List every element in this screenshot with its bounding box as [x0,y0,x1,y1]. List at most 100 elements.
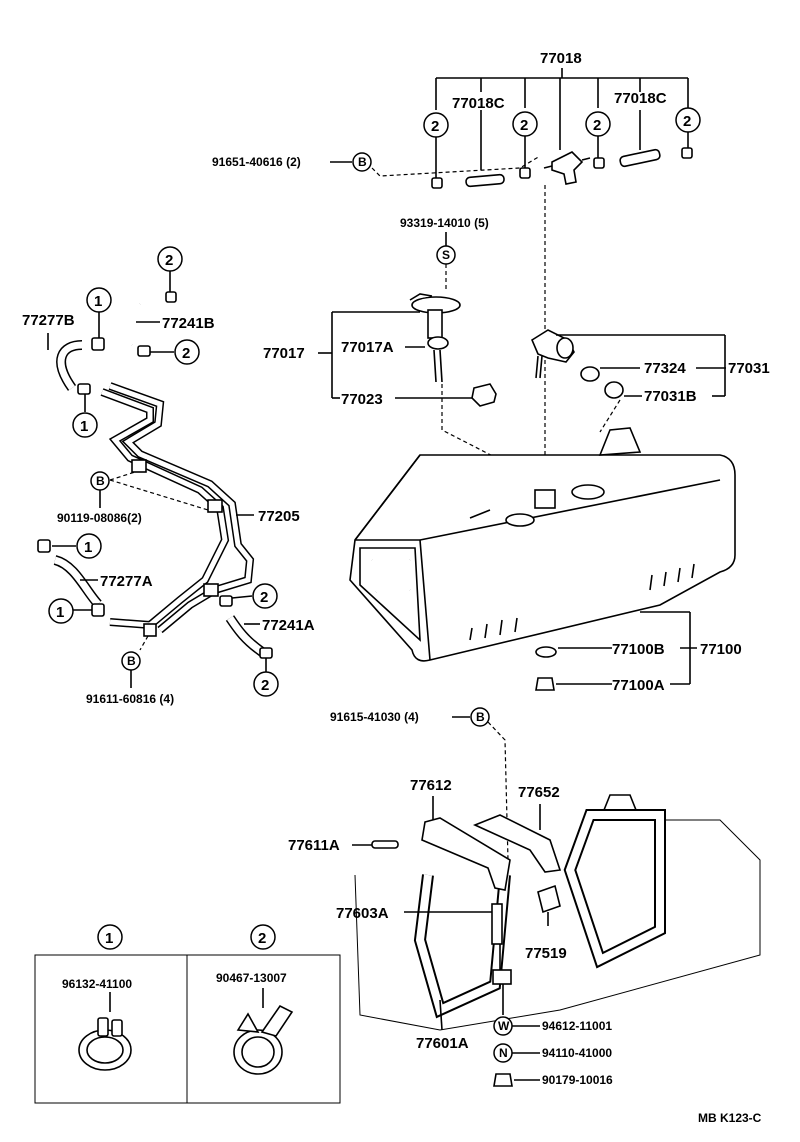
bracket-part [492,969,512,985]
svg-text:2: 2 [431,118,439,135]
inset-clip-1: 1 96132-41100 [34,924,188,1104]
svg-text:2: 2 [182,345,190,362]
fuel-tube-assembly: 77205 [100,382,300,637]
marker-1: 1 [48,598,74,624]
marker-B: B [352,152,372,172]
clip-part [219,595,233,607]
bracket-part [537,884,561,914]
callout-77612: 77612 [410,777,452,820]
callout-77277A: 1 77277A 1 [37,533,153,624]
marker-N: N [493,1043,513,1063]
clip-part [681,147,693,159]
label-94612: 94612-11001 [542,1019,612,1033]
callout-77017: 77017 77017A 77023 [263,293,521,510]
marker-2: 2 [512,111,538,137]
svg-text:1: 1 [84,539,92,556]
label-77519: 77519 [525,945,567,962]
clip-part [431,177,443,189]
label-77241B: 77241B [162,315,215,332]
callout-77277B: 77277B 1 1 [22,287,112,438]
drain-plug-part [535,677,555,691]
callout-90119: B 90119-08086(2) [57,471,142,525]
svg-text:2: 2 [683,113,691,130]
label-77018C-left: 77018C [452,95,505,112]
hose-part [57,341,83,391]
inset-clip-2: 2 90467-13007 [186,924,341,1104]
diagram-code: MB K123-C [698,1111,762,1125]
hose-part [53,556,101,607]
svg-text:B: B [96,474,105,488]
label-77324: 77324 [644,360,686,377]
callout-77241A: 2 77241A 2 [219,583,315,697]
clip-part [593,157,605,169]
marker-2: 2 [174,339,200,365]
label-77603A: 77603A [336,905,389,922]
marker-2: 2 [250,924,276,950]
callout-77611A: 77611A [288,837,399,854]
callout-77241B: 2 77241B 2 [120,246,215,365]
svg-text:1: 1 [56,604,64,621]
clip-part [91,603,105,617]
callout-93319: 93319-14010 (5) S [400,216,489,290]
callout-77603A: 77603A [336,905,492,922]
callout-91615: 91615-41030 (4) B [330,707,509,861]
label-77017A: 77017A [341,339,394,356]
svg-text:2: 2 [165,252,173,269]
hose-part [120,301,142,348]
label-77100: 77100 [700,641,742,658]
marker-2: 2 [423,112,449,138]
callout-77100: 77100B 77100 77100A [535,641,742,694]
label-77031B: 77031B [644,388,697,405]
inset2-part-number: 90467-13007 [216,971,287,985]
marker-W: W [493,1016,513,1036]
clamp-part [143,623,157,637]
label-77277A: 77277A [100,573,153,590]
svg-text:B: B [476,710,485,724]
bolt-part [491,903,503,945]
label-77612: 77612 [410,777,452,794]
marker-2: 2 [253,671,279,697]
clip-part [137,345,151,357]
svg-text:1: 1 [94,293,102,310]
label-77018C-right: 77018C [614,90,667,107]
callout-91651: 91651-40616 (2) B [212,152,546,490]
svg-text:2: 2 [261,677,269,694]
pin-part [371,840,399,849]
marker-2: 2 [675,107,701,133]
filter-part [471,383,497,407]
hose-part [227,616,265,655]
label-90119: 90119-08086(2) [57,511,142,525]
marker-1: 1 [97,924,123,950]
marker-B: B [470,707,490,727]
clamp-part [203,583,219,597]
label-77205: 77205 [258,508,300,525]
label-77018: 77018 [540,50,582,67]
marker-S: S [436,245,456,265]
nut-part [493,1073,513,1087]
label-91611: 91611-60816 (4) [86,692,174,706]
svg-text:N: N [499,1046,508,1060]
svg-text:S: S [442,248,450,262]
label-77601A: 77601A [416,1035,469,1052]
label-94110: 94110-41000 [542,1046,612,1060]
callout-77031: 77324 77031 77031B [530,329,770,433]
callout-77018: 77018 77018C 77018C 2 2 2 2 [423,50,701,189]
hose-part [619,148,661,168]
svg-text:1: 1 [80,418,88,435]
label-91651: 91651-40616 (2) [212,155,301,169]
svg-text:B: B [127,654,136,668]
clip-part [165,291,177,303]
strap-part [565,811,664,966]
hose-part [465,173,505,188]
svg-text:2: 2 [260,589,268,606]
svg-text:2: 2 [520,117,528,134]
label-90179: 90179-10016 [542,1073,613,1087]
marker-B: B [90,471,110,491]
drain-gasket-part [535,646,557,658]
callout-77601A: 77601A [416,999,469,1052]
clamp-part [207,499,223,513]
bracket-part [421,817,511,891]
inset1-part-number: 96132-41100 [62,977,132,991]
